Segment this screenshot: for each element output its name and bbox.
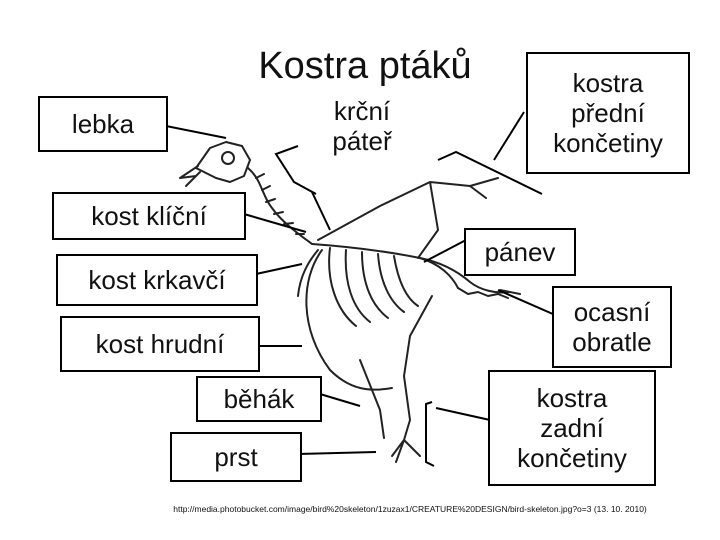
beak-drawing [179,165,201,187]
pointer-lebka [165,125,227,139]
keel-drawing [305,249,393,391]
bracket-zadni-koncetiny [425,401,435,467]
pointer-prst [297,451,377,455]
pointer-behak [319,393,361,407]
page-title: Kostra ptáků [258,45,472,87]
pointer-panev [423,239,467,263]
label-predni-koncetiny: kostra přední končetiny [526,52,690,174]
label-zadni-koncetiny: kostra zadní končetiny [488,370,656,486]
wing-drawing [317,177,499,259]
label-prst: prst [170,432,302,482]
pointer-zadni-koncetiny [435,407,491,421]
spine-drawing [311,243,459,289]
ribcage-drawing [328,247,419,327]
pointer-kost-klicni [243,213,307,233]
label-ocasni-obratle: ocasní obratle [552,286,672,368]
furcula-drawing [297,249,319,297]
source-citation: http://media.photobucket.com/image/bird%… [173,504,647,514]
tibiotarsus-drawing [403,375,411,441]
pointer-predni-koncetiny [493,111,525,161]
pelvis-drawing [419,257,511,294]
skull-drawing [195,141,251,183]
label-krcni-pater: krční páteř [332,96,392,156]
pointer-kost-krkavci [255,263,303,275]
label-kost-krkavci: kost krkavčí [56,254,258,306]
bracket-predni-koncetiny [437,150,543,195]
label-lebka: lebka [38,96,168,152]
label-panev: pánev [464,228,576,276]
label-kost-klicni: kost klíční [52,192,246,240]
pointer-krcni-pater [274,145,317,195]
pointer-ocasni-obratle [497,289,563,319]
pointer-krcni-pater-b [311,191,331,231]
tail-drawing [457,287,521,299]
femur-drawing [403,295,433,377]
neck-drawing [247,167,313,245]
label-kost-hrudni: kost hrudní [60,316,260,372]
label-behak: běhák [196,376,322,422]
tarsometatarsus-drawing [391,439,421,463]
